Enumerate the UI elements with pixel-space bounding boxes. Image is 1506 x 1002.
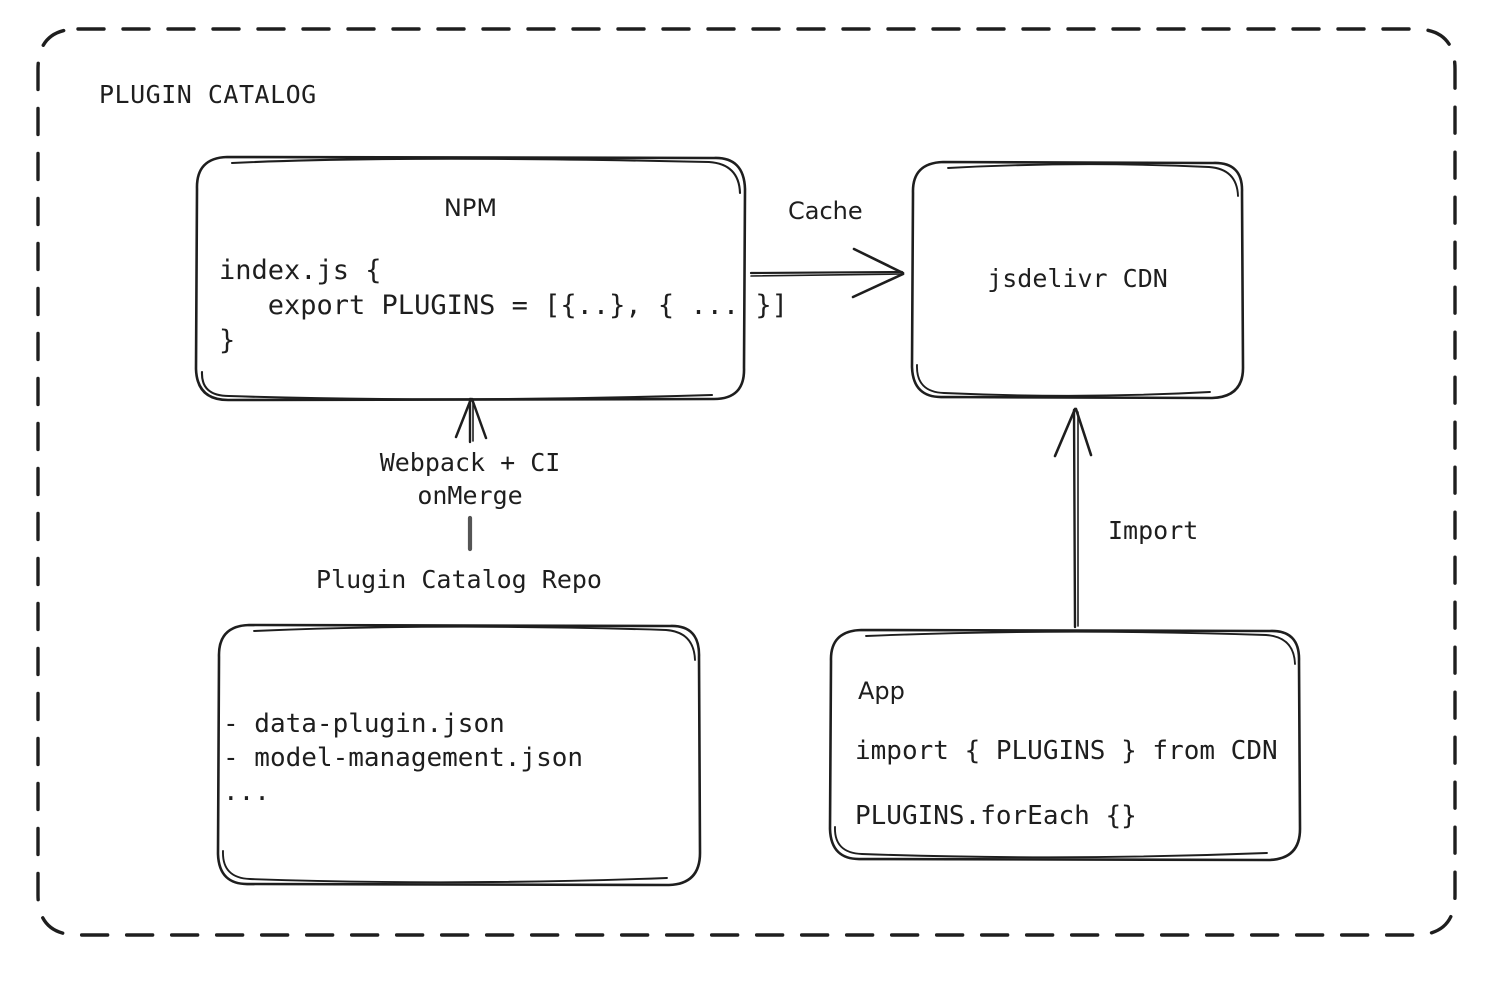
cache-arrow-label: Cache: [788, 197, 863, 225]
app-box-title: App: [858, 677, 905, 705]
cdn-box-title: jsdelivr CDN: [987, 264, 1168, 293]
repo-file-list: - data-plugin.json - model-management.js…: [223, 709, 584, 807]
build-arrow-label: Webpack + CI onMerge: [379, 448, 561, 510]
npm-box-title: NPM: [443, 194, 498, 222]
import-arrow-label: Import: [1108, 516, 1199, 545]
import-arrow: [1053, 407, 1093, 629]
npm-code-block: index.js { export PLUGINS = [{..}, { ...…: [219, 255, 788, 356]
app-import-line: import { PLUGINS } from CDN: [855, 736, 1278, 766]
plugin-catalog-title: PLUGIN CATALOG: [99, 80, 317, 109]
repo-box-label: Plugin Catalog Repo: [316, 565, 602, 594]
app-foreach-line: PLUGINS.forEach {}: [855, 801, 1137, 831]
